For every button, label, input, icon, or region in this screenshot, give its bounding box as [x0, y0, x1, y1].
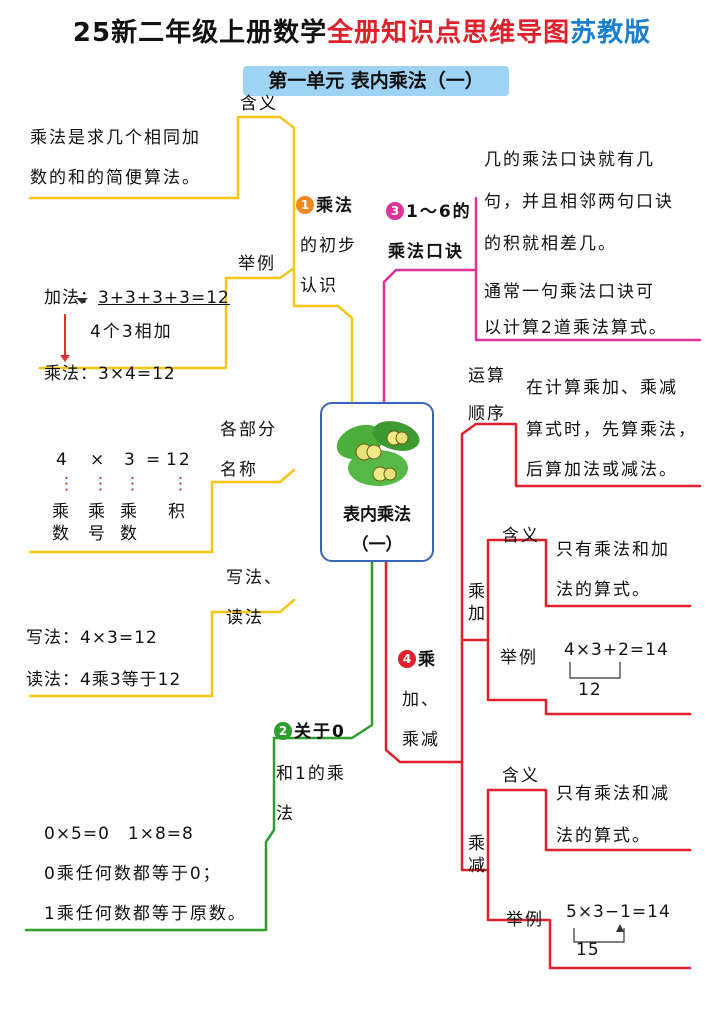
muladd-label-line2: 加 [468, 604, 487, 624]
branch3-text2-line2: 以计算2道乘法算式。 [484, 318, 668, 338]
multiplication-example: 乘法：3×4=12 [44, 364, 176, 384]
branch4-mulsub [460, 760, 692, 872]
mulsub-example-label: 举例 [506, 910, 544, 930]
branch3-line [382, 268, 702, 404]
dots: ⋮ [58, 474, 77, 494]
center-node: 表内乘法 （一） [320, 402, 434, 562]
name-factor2-line1: 乘 [120, 502, 139, 522]
factor-4: 4 [56, 450, 69, 470]
branch3-number-badge: 3 [386, 202, 404, 220]
branch1-label-line3: 认识 [300, 276, 338, 296]
name-sign-line1: 乘 [88, 502, 107, 522]
muladd-label-line1: 乘 [468, 582, 487, 602]
branch2-label-line2: 和1的乘 [276, 764, 346, 784]
branch4-mulsub-ex [486, 868, 692, 970]
addition-note: 4个3相加 [90, 322, 173, 342]
addition-example: 加法：3+3+3+3=12 [44, 288, 230, 308]
mulsub-label-line2: 减 [468, 856, 487, 876]
name-product: 积 [168, 502, 187, 522]
branch3-text1-line1: 几的乘法口诀就有几 [484, 150, 655, 170]
zero-one-examples: 0×5=0 1×8=8 [44, 824, 194, 844]
muladd-expression: 4×3+2=14 [564, 640, 669, 660]
center-title: 表内乘法 [343, 505, 411, 525]
reading-example: 读法：4乘3等于12 [26, 670, 182, 690]
muladd-meaning-label: 含义 [502, 526, 540, 546]
branch4-muladd-ex [486, 638, 692, 716]
mulsub-expression: 5×3−1=14 [566, 902, 671, 922]
muladd-partial-result: 12 [578, 680, 602, 700]
meaning-label: 含义 [240, 94, 278, 114]
branch4-label-line3: 乘减 [402, 730, 440, 750]
zero-rule: 0乘任何数都等于0； [44, 864, 222, 884]
branch1-parts-line [28, 468, 296, 554]
dots: ⋮ [172, 474, 191, 494]
meaning-text-line1: 乘法是求几个相同加 [30, 128, 201, 148]
name-factor-line1: 乘 [52, 502, 71, 522]
mulsub-meaning-line1: 只有乘法和减 [556, 784, 670, 804]
example-label: 举例 [238, 254, 276, 274]
order-text-line1: 在计算乘加、乘减 [526, 378, 678, 398]
parts-label-line1: 各部分 [220, 420, 277, 440]
mulsub-meaning-line2: 法的算式。 [556, 826, 651, 846]
unit-title: 第一单元 表内乘法（一） [243, 66, 509, 96]
branch2-label-line3: 法 [276, 804, 295, 824]
order-label-line2: 顺序 [468, 404, 506, 424]
one-rule: 1乘任何数都等于原数。 [44, 904, 247, 924]
times-sign: × [90, 450, 107, 470]
branch4-label-line2: 加、 [402, 690, 440, 710]
mulsub-meaning-label: 含义 [502, 766, 540, 786]
product-12: 12 [166, 450, 192, 470]
branch2-number-badge: 2 [274, 722, 292, 740]
parts-label-line2: 名称 [220, 460, 258, 480]
mulsub-label-line1: 乘 [468, 834, 487, 854]
branch4-trunk [460, 422, 702, 764]
muladd-example-label: 举例 [500, 648, 538, 668]
name-factor-line2: 数 [52, 524, 71, 544]
page-title: 25新二年级上册数学全册知识点思维导图苏教版 [72, 18, 652, 48]
branch3-label-line2: 乘法口诀 [388, 242, 464, 262]
branch4-number-badge: 4 [398, 650, 416, 668]
branch3-text1-line3: 的积就相差几。 [484, 234, 617, 254]
branch3-text1-line2: 句，并且相邻两句口诀 [484, 192, 674, 212]
meaning-text-line2: 数的和的简便算法。 [30, 168, 201, 188]
equals-sign: = [146, 450, 163, 470]
branch4-line [384, 560, 464, 764]
writing-label-line1: 写法、 [226, 568, 283, 588]
order-text-line2: 算式时，先算乘法， [526, 420, 697, 440]
branch2-line [24, 560, 374, 932]
branch1-label-line2: 的初步 [300, 236, 357, 256]
down-arrow-icon [60, 314, 70, 362]
branch1-line [28, 115, 354, 404]
branch1-number-badge: 1 [296, 196, 314, 214]
muladd-meaning-line1: 只有乘法和加 [556, 540, 670, 560]
mulsub-partial-result: 15 [576, 940, 600, 960]
writing-example: 写法：4×3=12 [26, 628, 158, 648]
center-subtitle: （一） [351, 535, 403, 555]
writing-label-line2: 读法 [226, 608, 264, 628]
factor-3: 3 [124, 450, 137, 470]
dots: ⋮ [92, 474, 111, 494]
name-factor2-line2: 数 [120, 524, 139, 544]
branch1-writing-line [28, 598, 296, 698]
name-sign-line2: 号 [88, 524, 107, 544]
order-text-line3: 后算加法或减法。 [526, 460, 678, 480]
muladd-meaning-line2: 法的算式。 [556, 580, 651, 600]
dots: ⋮ [124, 474, 143, 494]
branch3-text2-line1: 通常一句乘法口诀可 [484, 282, 655, 302]
branch1-example-line [38, 266, 296, 370]
order-label-line1: 运算 [468, 366, 506, 386]
caterpillar-leaves-icon [336, 421, 420, 486]
